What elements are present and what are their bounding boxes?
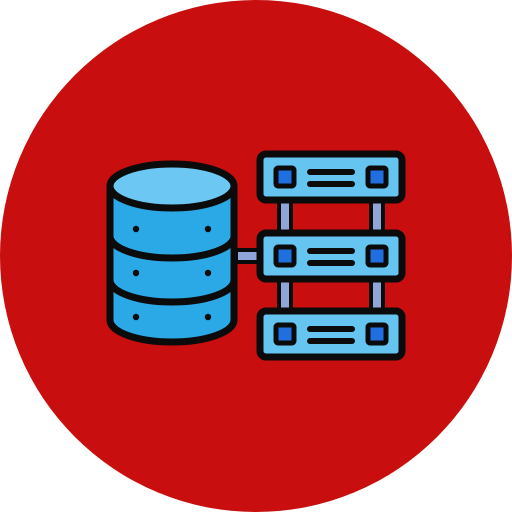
database-cylinder-icon — [106, 160, 238, 346]
server-rack-icon — [256, 150, 406, 361]
rack-unit-top — [256, 150, 406, 204]
rack-unit-middle — [256, 229, 406, 283]
rack-unit-bottom — [256, 307, 406, 361]
